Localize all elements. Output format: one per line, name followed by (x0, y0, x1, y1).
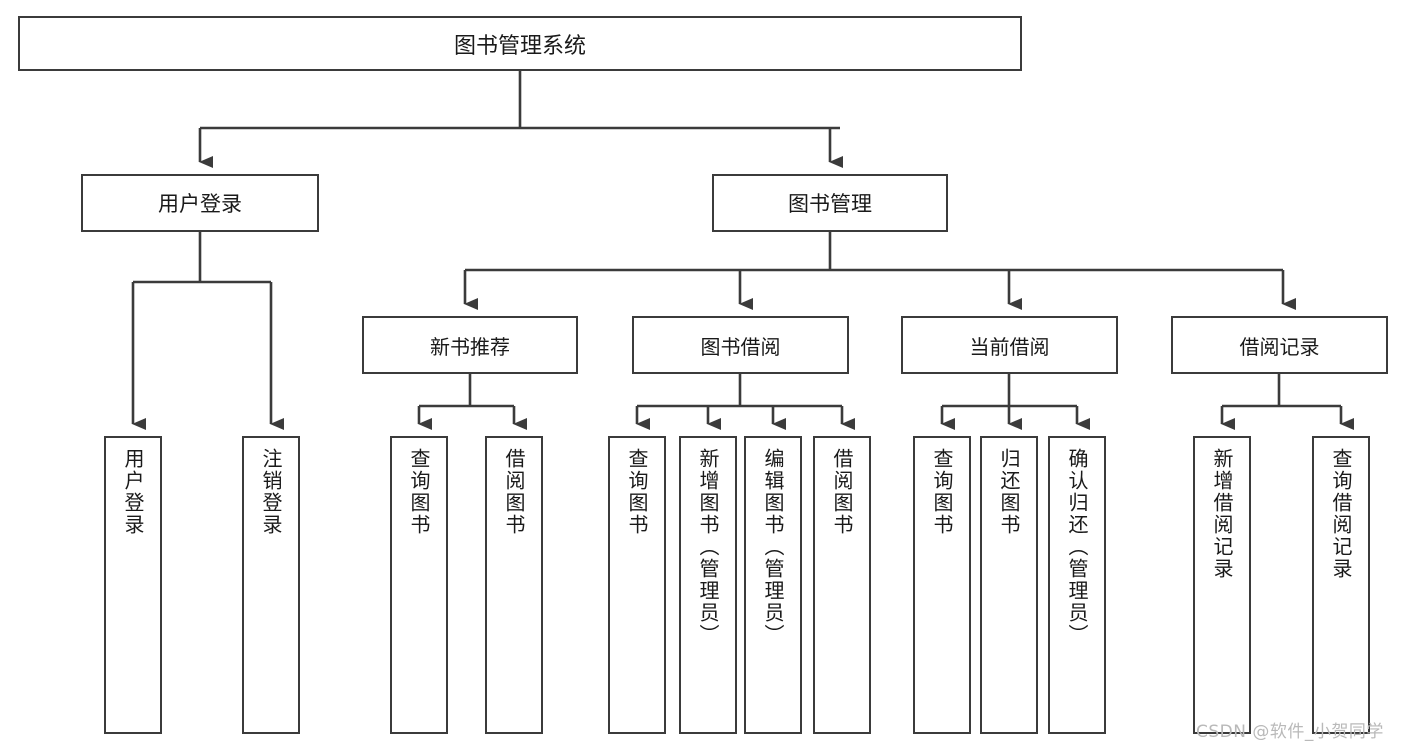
node-leaf-query-record-label: 查询借阅记录 (1329, 448, 1353, 580)
node-leaf-borrow-book-1-label: 借阅图书 (502, 448, 526, 536)
node-leaf-edit-book-label: 编辑图书（管理员） (761, 448, 785, 646)
node-user-login-label: 用户登录 (158, 192, 242, 216)
node-leaf-borrow-book-2-label: 借阅图书 (830, 448, 854, 536)
node-leaf-confirm-return[interactable]: 确认归还（管理员） (1048, 436, 1106, 734)
node-book-manage-label: 图书管理 (788, 192, 872, 216)
node-book-manage[interactable]: 图书管理 (712, 174, 948, 232)
node-leaf-edit-book[interactable]: 编辑图书（管理员） (744, 436, 802, 734)
node-new-book-rec[interactable]: 新书推荐 (362, 316, 578, 374)
node-leaf-add-record-label: 新增借阅记录 (1210, 448, 1234, 580)
node-borrow-record[interactable]: 借阅记录 (1171, 316, 1388, 374)
node-leaf-confirm-return-label: 确认归还（管理员） (1065, 448, 1089, 646)
node-leaf-query-record[interactable]: 查询借阅记录 (1312, 436, 1370, 734)
node-leaf-user-login[interactable]: 用户登录 (104, 436, 162, 734)
node-current-borrow[interactable]: 当前借阅 (901, 316, 1118, 374)
node-borrow-record-label: 借阅记录 (1239, 334, 1320, 359)
node-root[interactable]: 图书管理系统 (18, 16, 1022, 71)
node-leaf-user-logout-label: 注销登录 (259, 448, 283, 536)
node-leaf-add-book-label: 新增图书（管理员） (696, 448, 720, 646)
node-leaf-borrow-book-1[interactable]: 借阅图书 (485, 436, 543, 734)
node-leaf-user-logout[interactable]: 注销登录 (242, 436, 300, 734)
node-leaf-add-book[interactable]: 新增图书（管理员） (679, 436, 737, 734)
node-leaf-query-book-2[interactable]: 查询图书 (608, 436, 666, 734)
node-leaf-return-book-label: 归还图书 (997, 448, 1021, 536)
node-root-label: 图书管理系统 (453, 33, 586, 59)
node-leaf-query-book-1[interactable]: 查询图书 (390, 436, 448, 734)
node-leaf-add-record[interactable]: 新增借阅记录 (1193, 436, 1251, 734)
node-new-book-rec-label: 新书推荐 (430, 334, 510, 359)
node-user-login[interactable]: 用户登录 (81, 174, 319, 232)
node-leaf-borrow-book-2[interactable]: 借阅图书 (813, 436, 871, 734)
node-book-borrow[interactable]: 图书借阅 (632, 316, 849, 374)
node-leaf-query-book-3-label: 查询图书 (930, 448, 954, 536)
node-book-borrow-label: 图书借阅 (700, 334, 781, 359)
node-leaf-user-login-label: 用户登录 (121, 448, 145, 536)
node-leaf-query-book-3[interactable]: 查询图书 (913, 436, 971, 734)
node-current-borrow-label: 当前借阅 (969, 334, 1050, 359)
node-leaf-return-book[interactable]: 归还图书 (980, 436, 1038, 734)
node-leaf-query-book-2-label: 查询图书 (625, 448, 649, 536)
watermark-text: CSDN @软件_小贺同学 (1196, 722, 1384, 742)
node-leaf-query-book-1-label: 查询图书 (407, 448, 431, 536)
